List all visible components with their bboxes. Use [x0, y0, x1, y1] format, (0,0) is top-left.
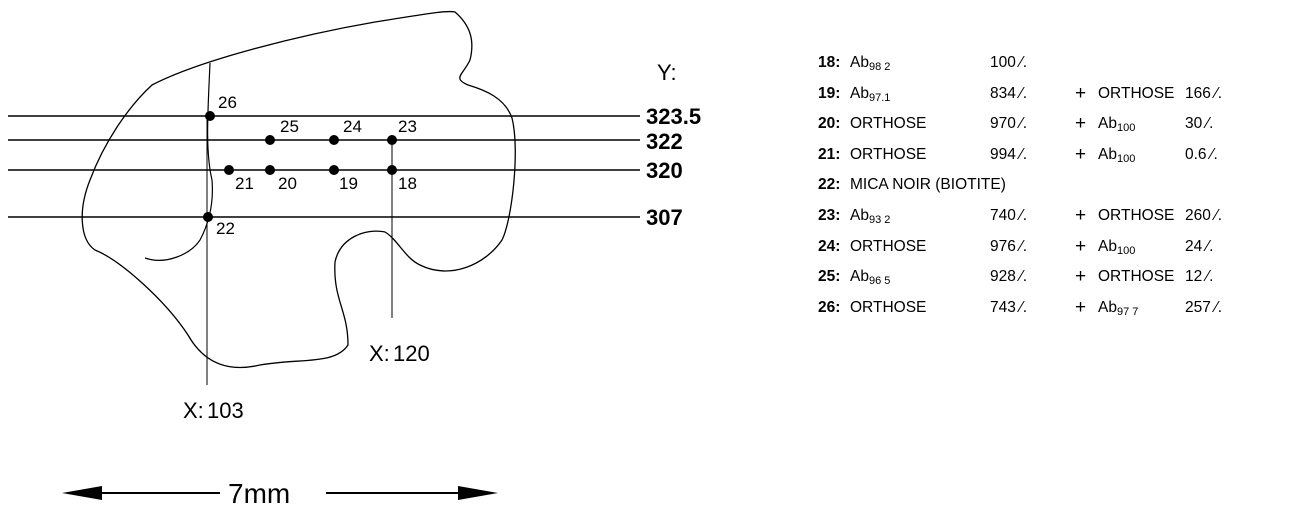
phase2-percent: 260 ⁄.: [1185, 206, 1223, 224]
phase1-percent: 743 ⁄.: [990, 298, 1028, 316]
plus-sign: +: [1075, 82, 1087, 104]
point-label-22: 22: [216, 219, 235, 238]
phase1-name: ORTHOSE: [850, 237, 927, 255]
phase2-subscript: 100: [1116, 122, 1136, 135]
phase1-name: Ab93 2: [850, 206, 891, 226]
phase1-name: Ab98 2: [850, 54, 891, 73]
point-label-25: 25: [280, 117, 299, 136]
phase2-percent: 166 ⁄.: [1185, 84, 1223, 102]
point-23: [387, 135, 397, 145]
phase1-percent: 928 ⁄.: [990, 268, 1028, 286]
phase1-subscript: 97.1: [868, 91, 891, 104]
plus-sign: +: [1075, 235, 1087, 257]
analysis-row-21: 21: ORTHOSE 994 ⁄. + Ab100 0.6 ⁄.: [818, 140, 1308, 171]
phase2-subscript: 100: [1116, 244, 1136, 257]
analysis-row-19: 19: Ab97.1 834 ⁄. + ORTHOSE 166 ⁄.: [818, 79, 1308, 110]
point-24: [329, 135, 339, 145]
analysis-id: 19:: [818, 84, 841, 102]
point-20: [265, 165, 275, 175]
point-label-18: 18: [398, 174, 417, 193]
phase1-name: ORTHOSE: [850, 145, 927, 163]
y-value-307: 307: [646, 205, 683, 230]
analysis-id: 18:: [818, 54, 841, 71]
point-25: [265, 135, 275, 145]
point-18: [387, 165, 397, 175]
point-22: [203, 212, 213, 222]
analysis-row-26: 26: ORTHOSE 743 ⁄. + Ab97 7 257 ⁄.: [818, 293, 1308, 324]
phase2-percent: 0.6 ⁄.: [1185, 145, 1218, 163]
grain-outline: [81, 10, 516, 369]
phase2-name: Ab100: [1098, 145, 1136, 165]
x-prefix-103: X:: [183, 398, 204, 423]
mineral-boundary: [144, 62, 213, 261]
analysis-id: 21:: [818, 145, 841, 163]
y-value-320: 320: [646, 158, 683, 183]
plus-sign: +: [1075, 296, 1087, 318]
plus-sign: +: [1075, 266, 1087, 288]
thin-section-sketch: 26 25 24 23 21 20 19 18 22 Y: 323.5 322 …: [8, 10, 701, 509]
phase1-percent: 976 ⁄.: [990, 237, 1028, 255]
analysis-id: 25:: [818, 268, 841, 286]
phase2-name: Ab100: [1098, 115, 1136, 135]
analysis-row-20: 20: ORTHOSE 970 ⁄. + Ab100 30 ⁄.: [818, 109, 1308, 140]
phase1-percent: 100 ⁄.: [990, 54, 1028, 71]
scale-label: 7mm: [228, 478, 290, 509]
x-value-103: 103: [207, 398, 244, 423]
analysis-id: 23:: [818, 206, 841, 224]
point-19: [329, 165, 339, 175]
point-label-21: 21: [235, 174, 254, 193]
analysis-description: MICA NOIR (BIOTITE): [850, 176, 1006, 194]
point-label-19: 19: [339, 174, 358, 193]
point-21: [224, 165, 234, 175]
phase2-percent: 257 ⁄.: [1185, 298, 1223, 316]
phase2-percent: 24 ⁄.: [1185, 237, 1214, 255]
plus-sign: +: [1075, 143, 1087, 165]
phase1-name: Ab97.1: [850, 84, 891, 104]
analysis-legend: 18: Ab98 2 100 ⁄. 19: Ab97.1 834 ⁄. + ORTHOSE 16…: [818, 48, 1308, 323]
phase2-name: ORTHOSE: [1098, 84, 1175, 102]
plus-sign: +: [1075, 113, 1087, 135]
analysis-id: 26:: [818, 298, 841, 316]
phase2-name: ORTHOSE: [1098, 206, 1175, 224]
analysis-row-24: 24: ORTHOSE 976 ⁄. + Ab100 24 ⁄.: [818, 232, 1308, 263]
scale-arrow-left: [62, 486, 102, 500]
y-value-323-5: 323.5: [646, 104, 701, 129]
phase1-subscript: 98 2: [868, 61, 891, 73]
phase2-name: Ab97 7: [1098, 298, 1139, 318]
analysis-id: 24:: [818, 237, 841, 255]
phase1-subscript: 96 5: [868, 275, 891, 288]
phase2-subscript: 100: [1116, 152, 1136, 165]
point-label-20: 20: [278, 174, 297, 193]
point-label-24: 24: [343, 117, 362, 136]
analysis-row-23: 23: Ab93 2 740 ⁄. + ORTHOSE 260 ⁄.: [818, 201, 1308, 232]
phase1-name: ORTHOSE: [850, 115, 927, 133]
phase2-subscript: 97 7: [1116, 305, 1139, 318]
scale-bar: 7mm: [62, 478, 498, 509]
scale-arrow-right: [458, 486, 498, 500]
plus-sign: +: [1075, 204, 1087, 226]
analysis-row-25: 25: Ab96 5 928 ⁄. + ORTHOSE 12 ⁄.: [818, 262, 1308, 293]
phase1-percent: 740 ⁄.: [990, 206, 1028, 224]
phase1-name: ORTHOSE: [850, 298, 927, 316]
x-value-120: 120: [393, 341, 430, 366]
phase1-percent: 834 ⁄.: [990, 84, 1028, 102]
phase2-name: Ab100: [1098, 237, 1136, 257]
point-26: [205, 111, 215, 121]
analysis-row-22: 22: MICA NOIR (BIOTITE): [818, 170, 1308, 201]
point-label-23: 23: [398, 117, 417, 136]
phase2-name: ORTHOSE: [1098, 268, 1175, 286]
y-header: Y:: [657, 60, 677, 85]
phase1-subscript: 93 2: [868, 213, 891, 226]
point-label-26: 26: [218, 93, 237, 112]
y-value-322: 322: [646, 129, 683, 154]
phase1-name: Ab96 5: [850, 268, 891, 288]
analysis-id: 20:: [818, 115, 841, 133]
phase1-percent: 994 ⁄.: [990, 145, 1028, 163]
x-prefix-120: X:: [369, 341, 390, 366]
phase2-percent: 12 ⁄.: [1185, 268, 1214, 286]
phase2-percent: 30 ⁄.: [1185, 115, 1214, 133]
phase1-percent: 970 ⁄.: [990, 115, 1028, 133]
analysis-id: 22:: [818, 176, 841, 194]
analysis-row-18: 18: Ab98 2 100 ⁄.: [818, 48, 1308, 79]
